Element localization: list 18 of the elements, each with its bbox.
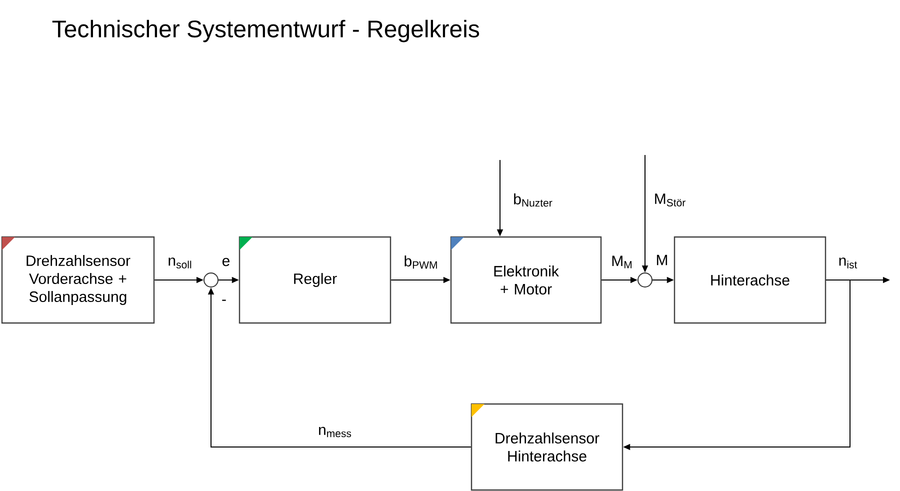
edge-label: M$_{M}$ [610,254,634,270]
summing-junction [638,272,652,288]
process-box: Drehzahlsensor Vorderachse + Sollanpassung [1,236,155,324]
title: Technischer Systementwurf - Regelkreis [52,20,480,42]
sign-label: - [222,300,226,301]
edge-label: b$_{PWM}$ [402,254,440,270]
edge-label: e [220,256,232,268]
edge-label: n$_{mess}$ [317,426,353,438]
edge-label: n$_{soll}$ [166,256,194,270]
edge-label: M [654,254,670,266]
edge-label: n$_{ist}$ [837,256,859,270]
process-box: Hinterachse [674,236,826,324]
summing-junction [204,272,218,288]
edge-label: b$_{Nuzter}$ [512,192,554,208]
process-box: Elektronik + Motor [450,236,602,324]
edge-label: M$_{Stör}$ [652,192,688,208]
process-box: Regler [238,236,392,324]
process-box: Drehzahlsensor Hinterachse [470,403,624,491]
